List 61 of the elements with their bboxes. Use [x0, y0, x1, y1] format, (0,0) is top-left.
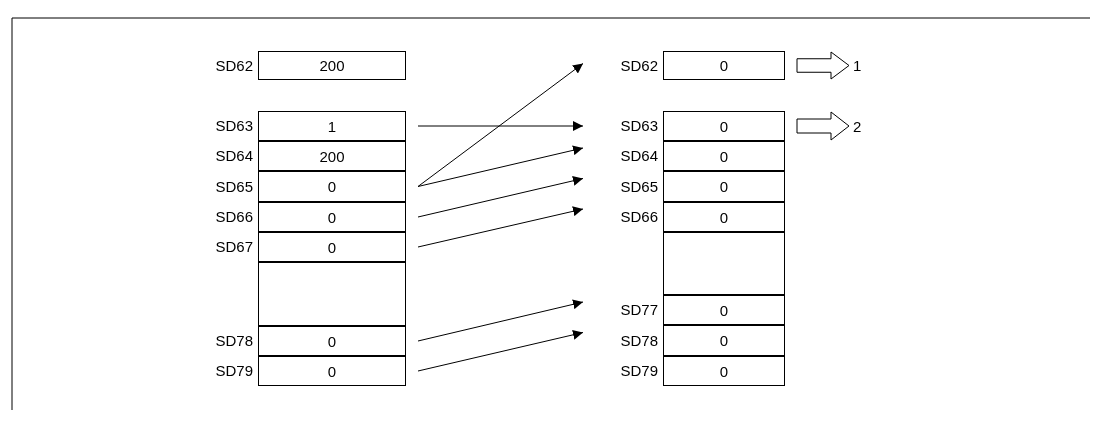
memory-cell: [663, 51, 785, 80]
cell-value: 0: [327, 362, 337, 380]
register-label: SD65: [214, 177, 253, 195]
cell-value: 0: [719, 117, 729, 135]
memory-cell: [258, 326, 406, 356]
memory-cell: [663, 171, 785, 202]
memory-cell: [258, 171, 406, 202]
memory-cell: [663, 356, 785, 386]
output-number: 1: [853, 51, 870, 80]
cell-value: 0: [719, 362, 729, 380]
register-label: SD67: [214, 238, 253, 255]
register-label: SD79: [619, 362, 658, 379]
cell-value: 0: [327, 178, 337, 195]
cell-value: 0: [327, 208, 337, 226]
register-label: SD66: [619, 208, 658, 225]
arrow: [417, 206, 584, 248]
register-label: SD79: [214, 362, 253, 379]
cell-value: 0: [719, 301, 729, 319]
register-label: SD63: [214, 117, 253, 134]
register-label: SD62: [619, 56, 658, 74]
arrow: [417, 145, 584, 187]
register-label: SD63: [619, 117, 658, 134]
register-label: SD66: [214, 208, 253, 225]
memory-cell: [663, 111, 785, 141]
register-label: SD65: [619, 177, 658, 195]
memory-cell: [258, 202, 406, 232]
register-label: SD78: [619, 331, 658, 349]
arrow: [417, 329, 584, 372]
output-number: 2: [853, 111, 870, 141]
cell-value: 200: [319, 147, 345, 165]
arrow: [417, 175, 584, 218]
memory-cell: [663, 325, 785, 356]
cell-value: 0: [327, 332, 337, 350]
cell-value: 1: [327, 117, 337, 135]
register-label: SD64: [619, 147, 658, 164]
register-label: SD78: [214, 332, 253, 349]
cell-value: 0: [719, 57, 729, 74]
memory-cell: [663, 202, 785, 232]
memory-cell: [258, 111, 406, 141]
cell-value: 200: [319, 57, 345, 74]
cell-value: 0: [719, 178, 729, 195]
register-label: SD64: [214, 147, 253, 164]
cell-value: 0: [327, 238, 337, 256]
cell-value: 0: [719, 332, 729, 349]
cell-value: 0: [719, 208, 729, 226]
memory-cell: [258, 232, 406, 262]
register-label: SD62: [214, 56, 253, 74]
memory-cell: [663, 232, 785, 295]
cell-value: 0: [719, 147, 729, 165]
memory-cell: [663, 295, 785, 325]
memory-cell: [258, 262, 406, 326]
memory-cell: [258, 356, 406, 386]
memory-cell: [258, 141, 406, 171]
memory-cell: [258, 51, 406, 80]
register-label: SD77: [619, 301, 658, 318]
arrow: [417, 63, 584, 187]
block-arrow: [796, 51, 850, 80]
block-arrow: [796, 111, 850, 141]
memory-cell: [663, 141, 785, 171]
arrow: [417, 121, 584, 131]
arrow: [417, 299, 584, 342]
